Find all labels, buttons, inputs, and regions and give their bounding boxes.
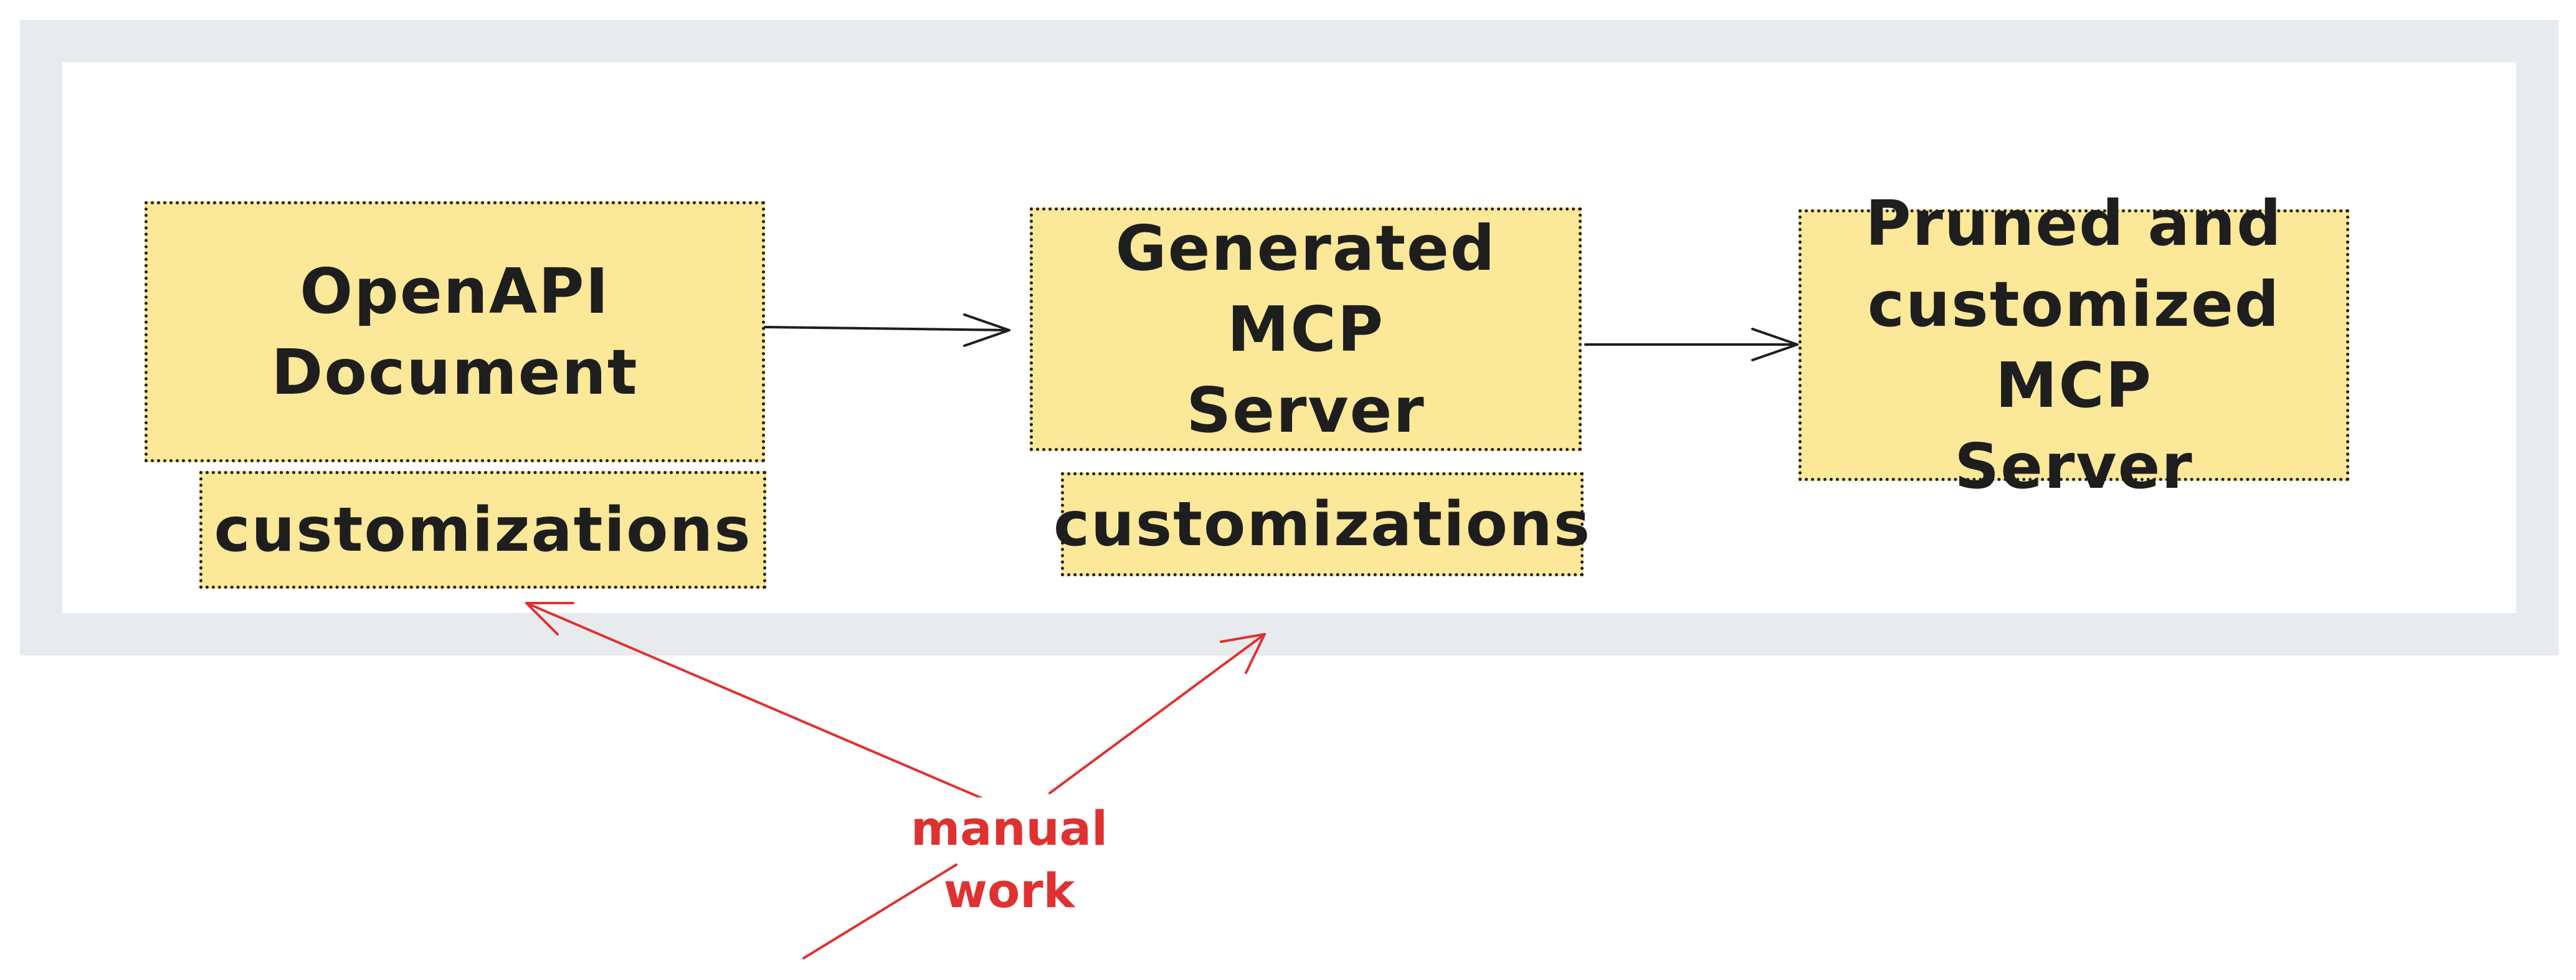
openapi-customizations-label: customizations (214, 494, 752, 566)
manual-work-annotation: manual work (847, 797, 1171, 918)
generated-customizations-node: customizations (1053, 472, 1590, 576)
openapi-document-label: OpenAPI Document (271, 254, 639, 409)
openapi-customizations-node: customizations (199, 471, 766, 589)
generated-customizations-label: customizations (1053, 488, 1592, 560)
pruned-customized-mcp-server-label: Pruned and customized MCP Server (1865, 187, 2283, 503)
generated-mcp-server-node: Generated MCP Server (1030, 207, 1582, 451)
openapi-document-node: OpenAPI Document (145, 201, 765, 462)
generated-mcp-server-label: Generated MCP Server (1115, 211, 1496, 447)
pruned-customized-mcp-server-node: Pruned and customized MCP Server (1799, 187, 2349, 503)
